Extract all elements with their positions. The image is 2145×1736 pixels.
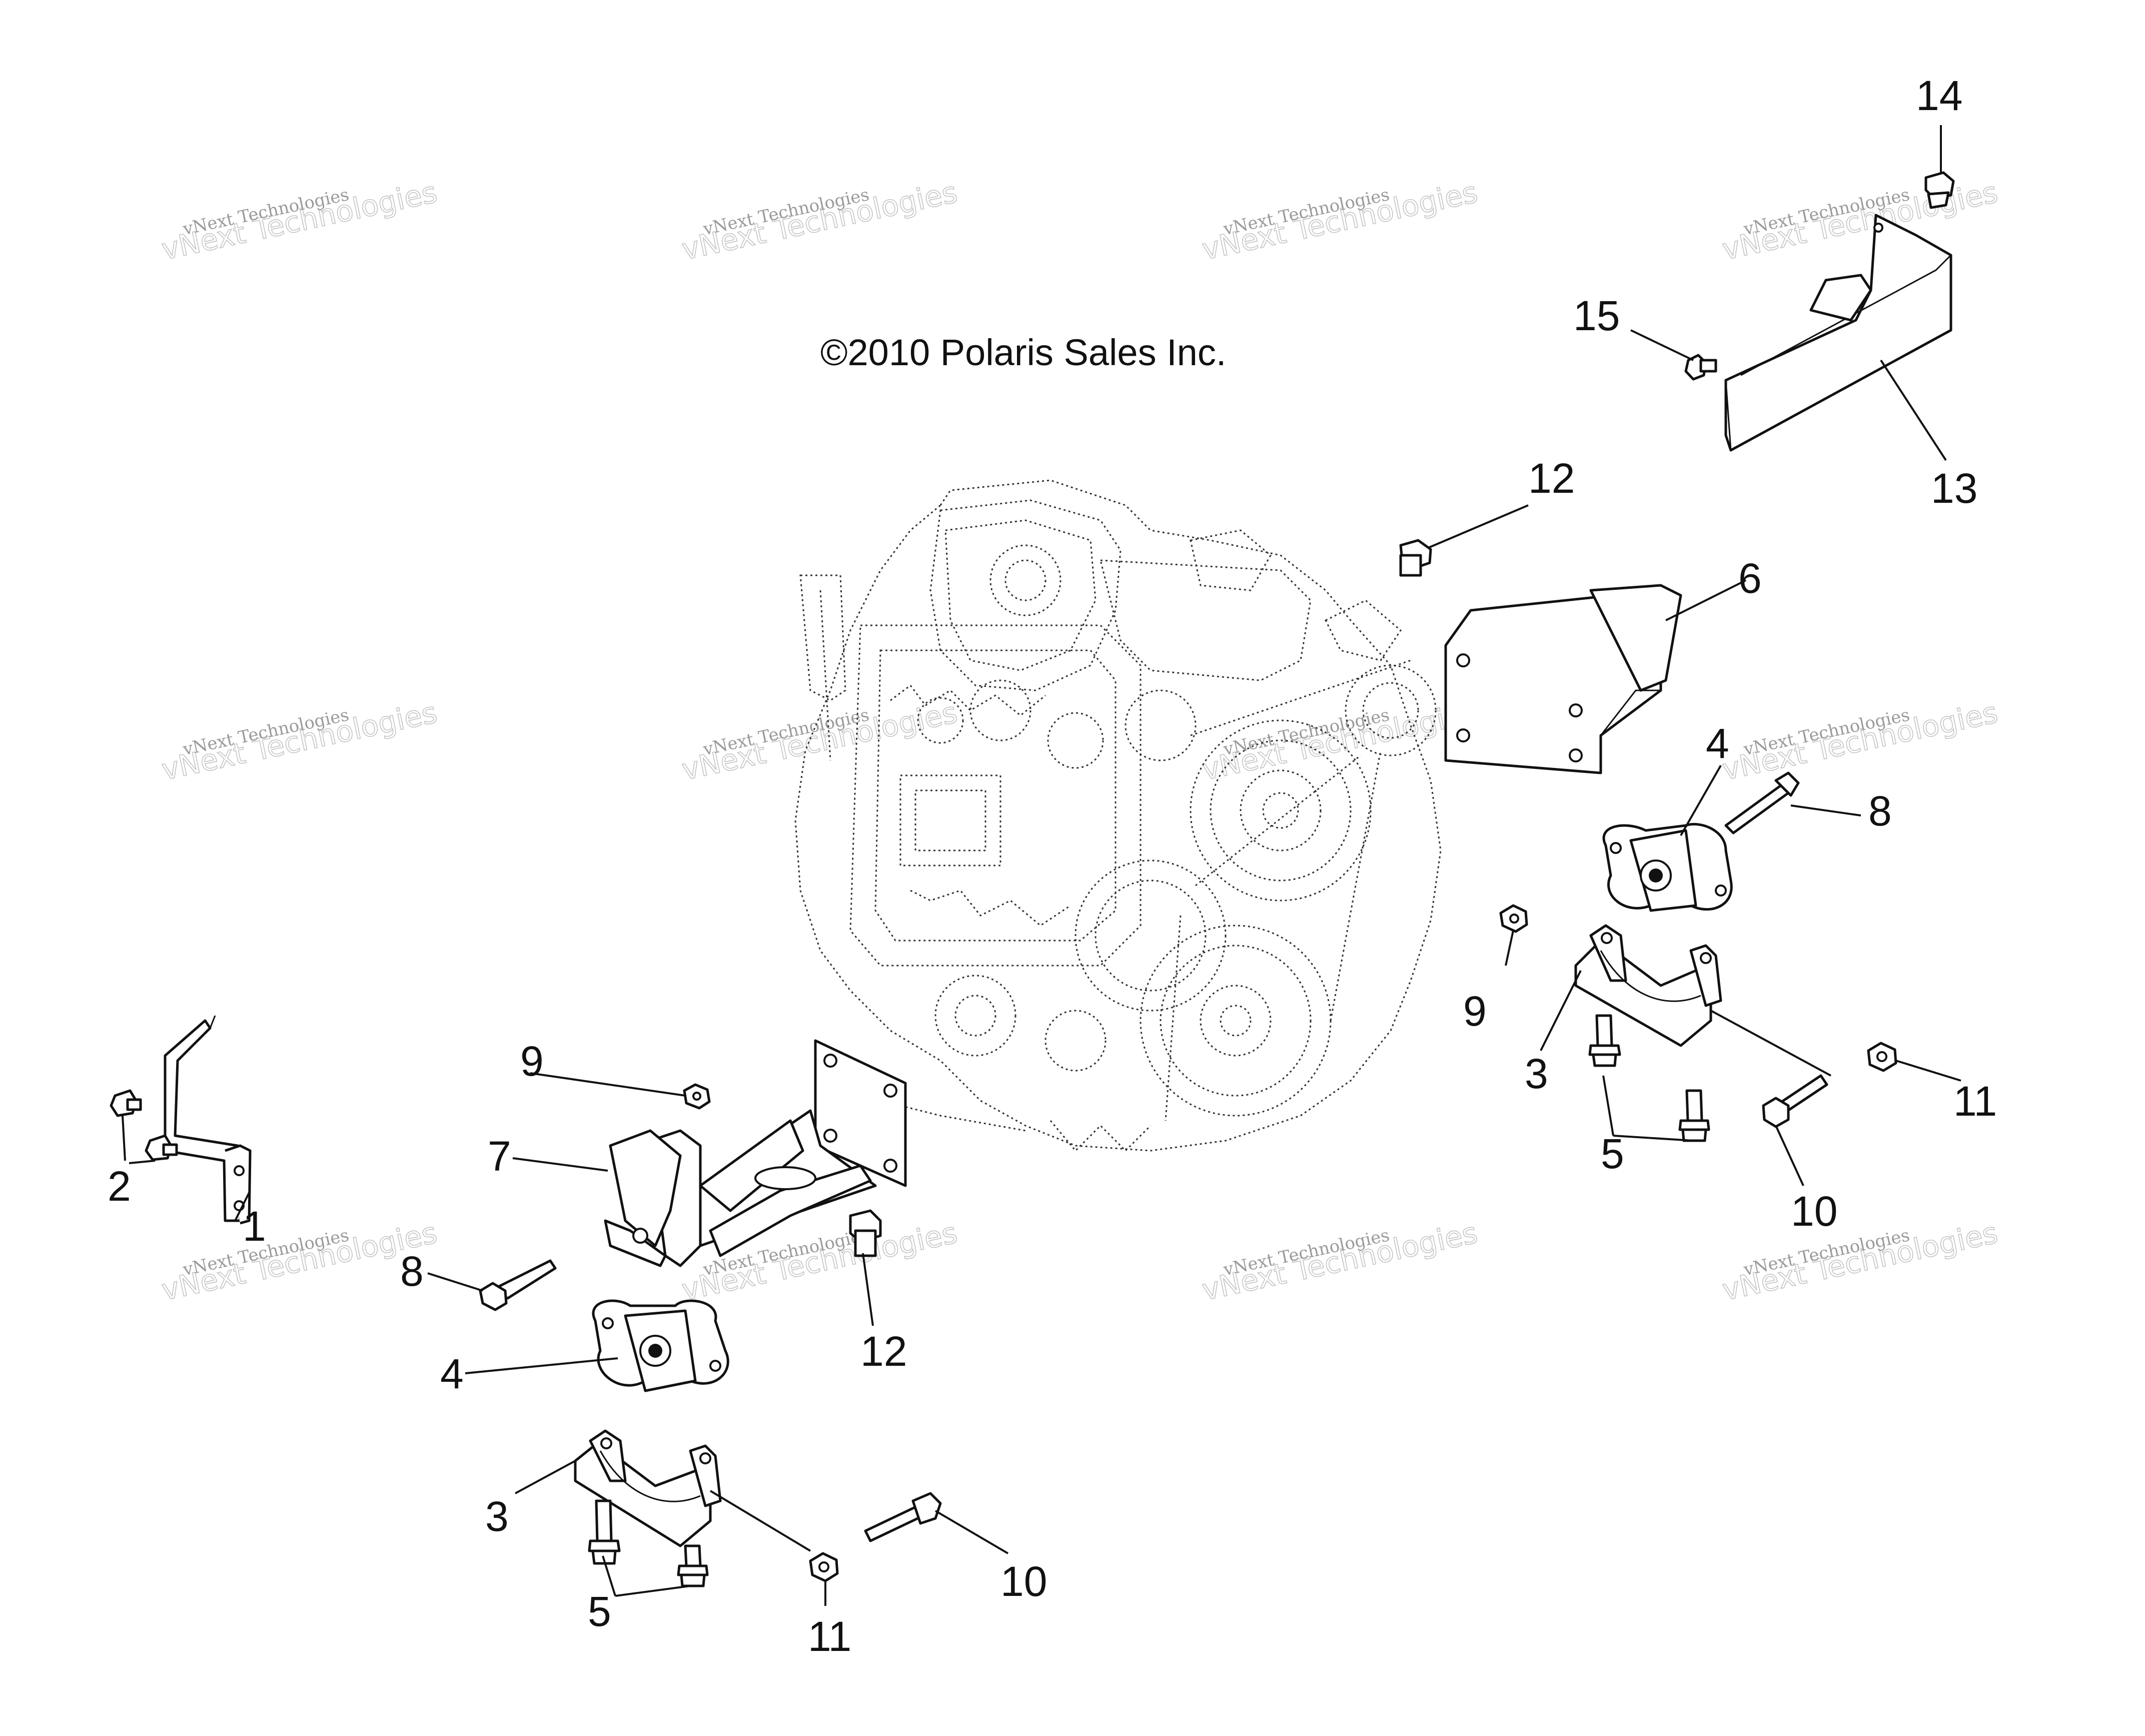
part-8-bolt-left bbox=[479, 1259, 557, 1311]
callout-5-left: 5 bbox=[588, 1588, 611, 1635]
copyright-text: ©2010 Polaris Sales Inc. bbox=[820, 332, 1226, 373]
part-4-mount-left bbox=[592, 1299, 729, 1392]
part-5-bolts-right bbox=[1588, 1014, 1710, 1142]
callout-labels: 1 2 3 3 4 4 5 5 6 7 8 8 9 9 10 10 11 11 … bbox=[108, 72, 1997, 1660]
callout-13: 13 bbox=[1931, 465, 1977, 512]
part-14-screw bbox=[1924, 171, 1955, 209]
callout-7: 7 bbox=[488, 1133, 511, 1180]
callout-10-right: 10 bbox=[1791, 1188, 1837, 1235]
callout-1: 1 bbox=[243, 1203, 266, 1250]
leader-lines bbox=[122, 125, 1961, 1606]
callout-4-left: 4 bbox=[440, 1350, 464, 1397]
part-11-nut-right bbox=[1867, 1042, 1897, 1072]
part-13-heat-shield bbox=[1724, 214, 1952, 452]
callout-6: 6 bbox=[1738, 555, 1762, 602]
part-2-screws bbox=[110, 1089, 178, 1161]
part-3-bracket-left bbox=[574, 1429, 722, 1547]
callout-2: 2 bbox=[108, 1163, 131, 1210]
part-9-nut-left bbox=[683, 1083, 711, 1110]
part-11-nut-left bbox=[809, 1552, 839, 1582]
part-1-bracket bbox=[164, 1015, 252, 1225]
part-12-bolt-left bbox=[849, 1209, 882, 1257]
engine-illustration bbox=[794, 479, 1442, 1152]
callout-3-left: 3 bbox=[485, 1493, 509, 1540]
part-10-bolt-left bbox=[864, 1492, 942, 1542]
callout-11-left: 11 bbox=[808, 1613, 851, 1660]
callout-10-left: 10 bbox=[1000, 1558, 1047, 1605]
part-4-mount-right bbox=[1602, 822, 1733, 912]
callout-9-right: 9 bbox=[1463, 988, 1487, 1035]
part-3-bracket-right bbox=[1574, 924, 1722, 1047]
callout-12-right: 12 bbox=[1528, 455, 1575, 502]
callout-8-right: 8 bbox=[1868, 787, 1892, 834]
callout-15: 15 bbox=[1573, 292, 1620, 339]
part-12-bolt-right bbox=[1399, 539, 1432, 577]
callout-3-right: 3 bbox=[1525, 1050, 1548, 1097]
callout-11-right: 11 bbox=[1953, 1078, 1997, 1125]
part-7-front-bracket bbox=[604, 1039, 907, 1267]
part-9-nut-right bbox=[1499, 904, 1528, 933]
part-15-screw bbox=[1684, 354, 1717, 381]
part-8-bolt-right bbox=[1724, 771, 1800, 834]
callout-8-left: 8 bbox=[400, 1248, 424, 1295]
callout-14: 14 bbox=[1916, 72, 1962, 119]
part-10-bolt-right bbox=[1762, 1074, 1828, 1128]
callout-5-right: 5 bbox=[1601, 1130, 1624, 1177]
callout-9-left: 9 bbox=[520, 1038, 544, 1085]
callout-4-right: 4 bbox=[1706, 720, 1729, 767]
part-6-bracket bbox=[1444, 584, 1682, 774]
callout-12-left: 12 bbox=[860, 1328, 907, 1375]
